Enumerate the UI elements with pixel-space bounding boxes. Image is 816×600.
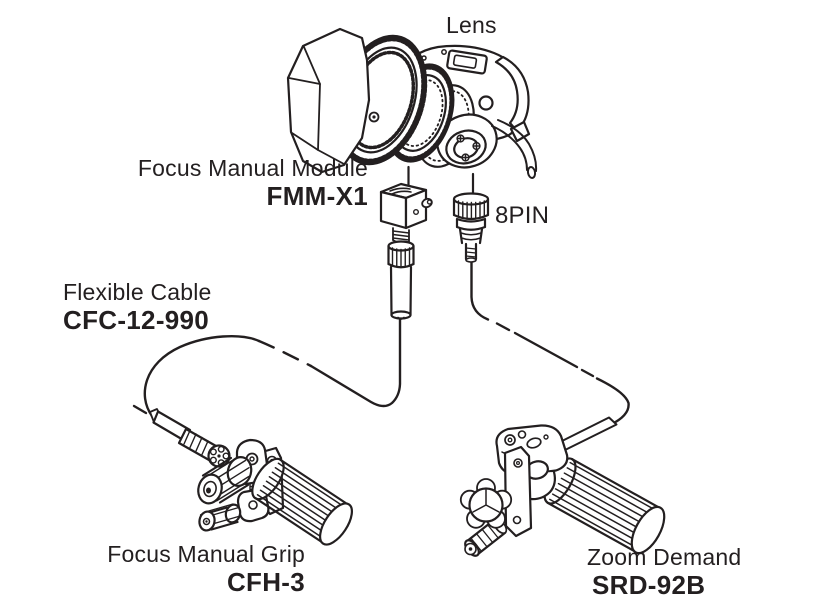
- fmm-model: FMM-X1: [266, 181, 368, 211]
- cfh3-big-knob: [197, 456, 253, 505]
- fmm-x1-drawing: [379, 182, 433, 245]
- srd92b-clamp-knob: [459, 478, 513, 529]
- cable-label: Flexible Cable: [63, 279, 212, 305]
- grip-label: Focus Manual Grip: [107, 541, 305, 567]
- lens-strap: [494, 55, 530, 133]
- srd92b-handle: [543, 457, 666, 555]
- grip-label-block: Focus Manual Grip CFH-3: [95, 540, 305, 596]
- grip-model: CFH-3: [226, 567, 305, 597]
- lens-cable: [491, 119, 538, 179]
- srd92b-drawing: [459, 424, 666, 557]
- fmm-cable-plug-drawing: [387, 240, 415, 320]
- lens-hood: [286, 27, 371, 174]
- zoom-demand-label: Zoom Demand: [587, 544, 742, 570]
- srd92b-bracket: [503, 445, 533, 538]
- cfh3-drawing: [149, 408, 353, 546]
- cfh3-handle: [251, 457, 353, 546]
- cable-model: CFC-12-990: [63, 305, 210, 335]
- cfh3-connector: [149, 408, 231, 468]
- cable-label-block: Flexible Cable CFC-12-990: [63, 278, 212, 334]
- cfh3-small-knob: [198, 503, 242, 532]
- lens-mount: [436, 113, 498, 169]
- 8pin-cable-path: [470, 260, 630, 452]
- zoom-demand-model: SRD-92B: [592, 570, 706, 600]
- lens-label: Lens: [446, 12, 497, 38]
- fmm-label: Focus Manual Module: [137, 155, 368, 181]
- fmm-screw: [392, 227, 410, 245]
- lens-drawing: [286, 27, 538, 179]
- zoom-demand-label-block: Zoom Demand SRD-92B: [587, 543, 741, 599]
- 8pin-plug-drawing: [452, 192, 490, 263]
- flexible-cable-path: [132, 317, 402, 418]
- fmm-label-block: Focus Manual Module FMM-X1: [130, 154, 368, 210]
- 8pin-label: 8PIN: [495, 202, 550, 229]
